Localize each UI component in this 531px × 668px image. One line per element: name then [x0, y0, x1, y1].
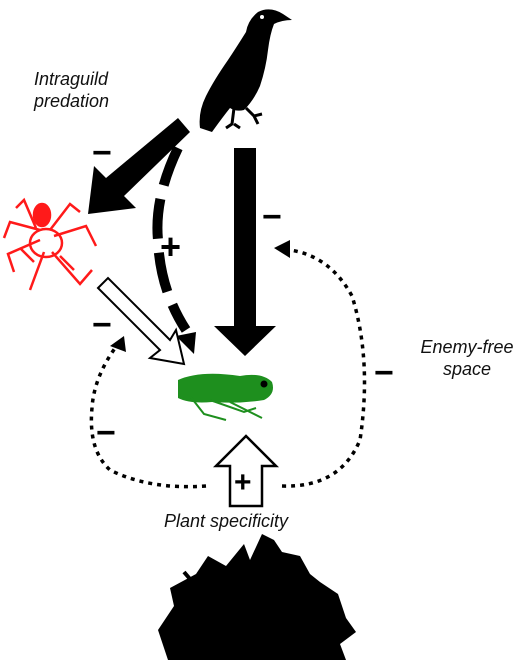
- intraguild-label-line1: Intraguild: [34, 69, 109, 89]
- bird-predation-negative-sign: −: [262, 198, 282, 236]
- intraguild-negative-sign: −: [92, 134, 112, 172]
- plant-specificity-arrow: [212, 434, 280, 508]
- enemy-free-right-negative-sign: −: [374, 354, 394, 392]
- enemy-free-label-line1: Enemy-free: [420, 337, 514, 357]
- intraguild-label-line2: predation: [34, 91, 110, 111]
- plant-icon: [158, 534, 356, 660]
- plant-specificity-positive-sign: +: [234, 466, 252, 499]
- enemy-free-left-negative-sign: −: [96, 414, 116, 452]
- spider-icon: [2, 197, 98, 291]
- indirect-positive-sign: +: [160, 226, 182, 267]
- enemy-free-loop-right: [274, 240, 367, 488]
- intraguild-predation-label: Intraguild predation: [34, 68, 154, 112]
- enemy-free-label-line2: space: [442, 359, 492, 379]
- enemy-free-space-label: Enemy-free space: [412, 336, 522, 380]
- plant-specificity-label: Plant specificity: [164, 511, 289, 531]
- enemy-free-loop-left: [89, 336, 207, 489]
- spider-predation-arrow: [96, 276, 186, 366]
- leafhopper-icon: [178, 373, 273, 421]
- intraguild-predation-arrow: [88, 118, 190, 214]
- spider-predation-negative-sign: −: [92, 306, 112, 344]
- bird-icon: [199, 9, 292, 132]
- indirect-positive-arrow: [152, 145, 196, 354]
- bird-predation-arrow: [214, 148, 276, 356]
